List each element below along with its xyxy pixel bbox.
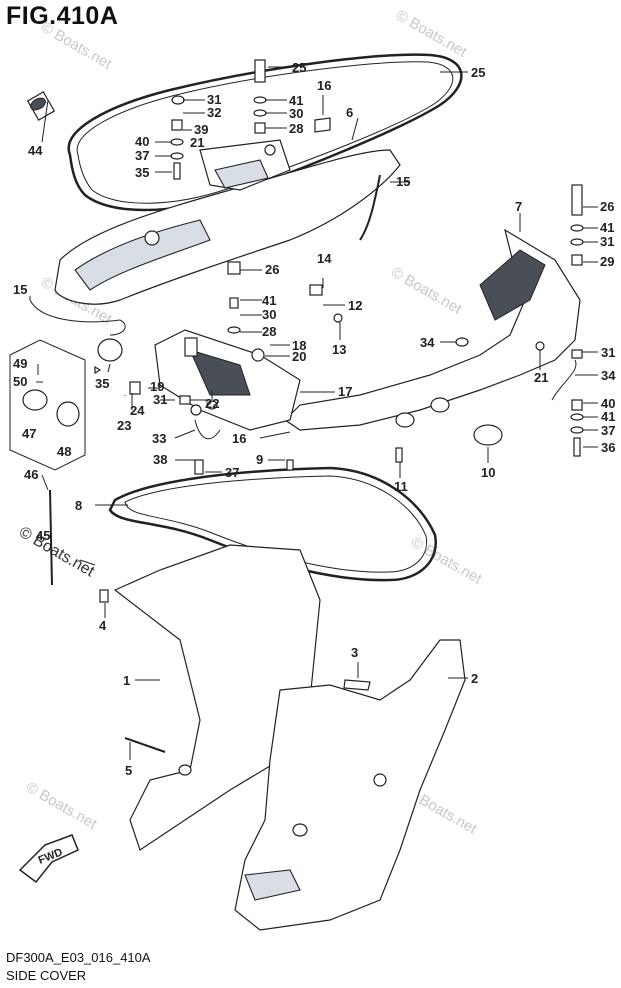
callout: 30 (289, 106, 303, 121)
callout: 26 (600, 199, 614, 214)
callout-numbers: 25 25 16 31 41 6 32 30 39 28 40 21 37 35… (13, 60, 616, 778)
watermark: © Boats.net (16, 524, 98, 581)
callout: 4 (99, 618, 107, 633)
callout: 33 (152, 431, 166, 446)
callout: 20 (292, 349, 306, 364)
figure-caption: SIDE COVER (6, 968, 87, 983)
callout: 31 (153, 392, 167, 407)
callout: 41 (262, 293, 276, 308)
right-lower-cover (234, 639, 466, 931)
leader-lines (29, 66, 598, 760)
callout: 41 (601, 409, 615, 424)
callout: 34 (601, 368, 616, 383)
callout: 1 (123, 673, 130, 688)
callout: 25 (471, 65, 485, 80)
callout: 36 (601, 440, 615, 455)
watermark: © Boats.net (408, 534, 485, 588)
callout: 8 (75, 498, 82, 513)
wire-34 (194, 419, 221, 440)
wire-33 (551, 359, 577, 401)
callout: 32 (207, 105, 221, 120)
fwd-arrow-icon: FWD (18, 834, 79, 884)
watermark: © Boats.net (38, 19, 115, 73)
wire-15 (29, 299, 126, 336)
callout: 31 (600, 234, 614, 249)
callout: 18 (292, 338, 306, 353)
callout: 37 (601, 423, 615, 438)
callout: 2 (471, 671, 478, 686)
callout: 31 (207, 92, 221, 107)
callout: 23 (117, 418, 131, 433)
watermark: © Boats.net (393, 7, 470, 61)
callout: 48 (57, 444, 71, 459)
callout: 50 (13, 374, 27, 389)
callout: 35 (135, 165, 149, 180)
callout: 22 (205, 396, 219, 411)
callout: 15 (396, 174, 410, 189)
callout: 6 (346, 105, 353, 120)
grommet-45 (26, 91, 56, 121)
callout: 17 (338, 384, 352, 399)
callout: 46 (24, 467, 38, 482)
center-bracket (154, 329, 301, 431)
connector-group (9, 338, 123, 471)
callout: 29 (600, 254, 614, 269)
callout: 41 (289, 93, 303, 108)
callout: 12 (348, 298, 362, 313)
watermark: © Boats.net (23, 779, 100, 833)
callout: 30 (262, 307, 276, 322)
callout: 34 (420, 335, 435, 350)
callout: 10 (481, 465, 495, 480)
callout: 13 (332, 342, 346, 357)
callout: 7 (515, 199, 522, 214)
plug-10 (473, 424, 503, 446)
callout: 26 (265, 262, 279, 277)
clip-3 (343, 679, 371, 691)
callout: 41 (600, 220, 614, 235)
upper-rail (54, 139, 401, 305)
callout: 38 (153, 452, 167, 467)
callout: 24 (130, 403, 145, 418)
drawing-code: DF300A_E03_016_410A (6, 950, 151, 965)
callout: 25 (292, 60, 306, 75)
callout: 11 (394, 479, 408, 494)
callout: 28 (262, 324, 276, 339)
callout: 40 (135, 134, 149, 149)
mid-hardware (94, 261, 545, 753)
wire-16 (359, 174, 381, 241)
callout: 21 (190, 135, 204, 150)
callout: 21 (534, 370, 548, 385)
callout: 5 (125, 763, 132, 778)
callout: 9 (256, 452, 263, 467)
callout: 16 (317, 78, 331, 93)
watermark: © Boats.net (388, 264, 465, 318)
left-lower-cover (113, 544, 321, 851)
callout: 16 (232, 431, 246, 446)
tie-44 (49, 489, 53, 586)
callout: 44 (28, 143, 43, 158)
callout: 35 (95, 376, 109, 391)
right-rail (284, 228, 581, 431)
callout: 37 (135, 148, 149, 163)
callout: 14 (317, 251, 332, 266)
callout: 37 (225, 465, 239, 480)
top-seal-ring (67, 53, 463, 212)
callout: 49 (13, 356, 27, 371)
callout: 39 (194, 122, 208, 137)
callout: 3 (351, 645, 358, 660)
callout: 19 (150, 379, 164, 394)
figure-title: FIG.410A (6, 2, 119, 30)
callout: 45 (36, 528, 50, 543)
callout: 15 (13, 282, 27, 297)
lower-seal-frame (108, 466, 438, 582)
callout: 47 (22, 426, 36, 441)
callout: 31 (601, 345, 615, 360)
callout: 40 (601, 396, 615, 411)
callout: 28 (289, 121, 303, 136)
